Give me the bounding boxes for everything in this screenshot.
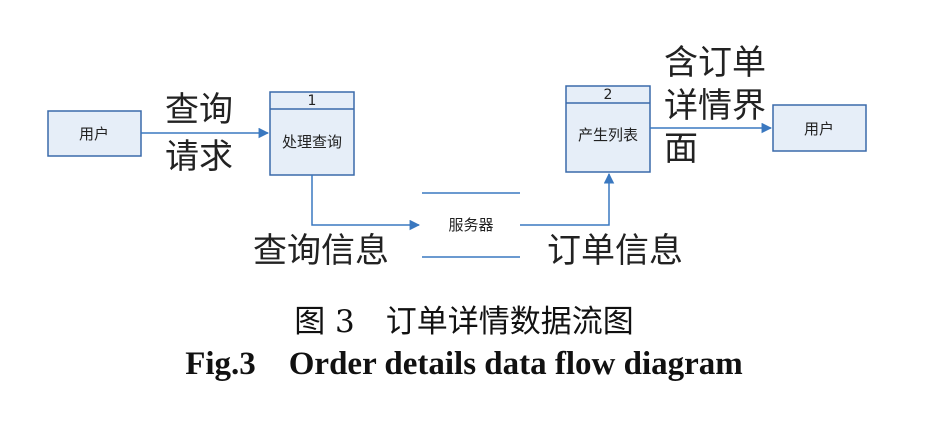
- flow-arrow-process1-to-server: [311, 175, 421, 231]
- flow-label-order-detail-page-line2: 详情界: [664, 86, 766, 126]
- datastore-server: 服务器: [422, 192, 520, 258]
- figure-caption-english: Fig.3 Order details data flow diagram: [185, 346, 743, 382]
- process-1-label: 处理查询: [282, 133, 342, 151]
- user-entity-right: 用户: [772, 104, 867, 152]
- flow-label-query-info: 查询信息: [253, 231, 389, 271]
- user-entity-right-label: 用户: [804, 120, 834, 138]
- figure-caption-chinese: 图 3 订单详情数据流图: [294, 304, 634, 340]
- process-2: 2 产生列表: [565, 85, 651, 173]
- process-1-number: 1: [308, 93, 317, 109]
- flow-label-query-request-line1: 查询: [165, 90, 233, 130]
- process-2-label: 产生列表: [578, 126, 638, 144]
- user-entity-left: 用户: [47, 110, 142, 157]
- process-1: 1 处理查询: [269, 91, 355, 176]
- process-2-number: 2: [604, 87, 613, 103]
- flow-label-order-detail-page-line3: 面: [664, 129, 698, 169]
- flow-label-query-request-line2: 请求: [165, 137, 233, 177]
- flow-arrow-server-to-process2: [520, 172, 615, 226]
- datastore-label: 服务器: [448, 216, 493, 234]
- user-entity-left-label: 用户: [79, 125, 109, 143]
- data-flow-diagram: 用户 1 处理查询 2 产生列表 用户 服务器 查询 请求 查询信息 订单信息 …: [47, 43, 867, 271]
- flow-label-order-detail-page-line1: 含订单: [664, 43, 766, 83]
- flow-label-order-info: 订单信息: [547, 231, 683, 271]
